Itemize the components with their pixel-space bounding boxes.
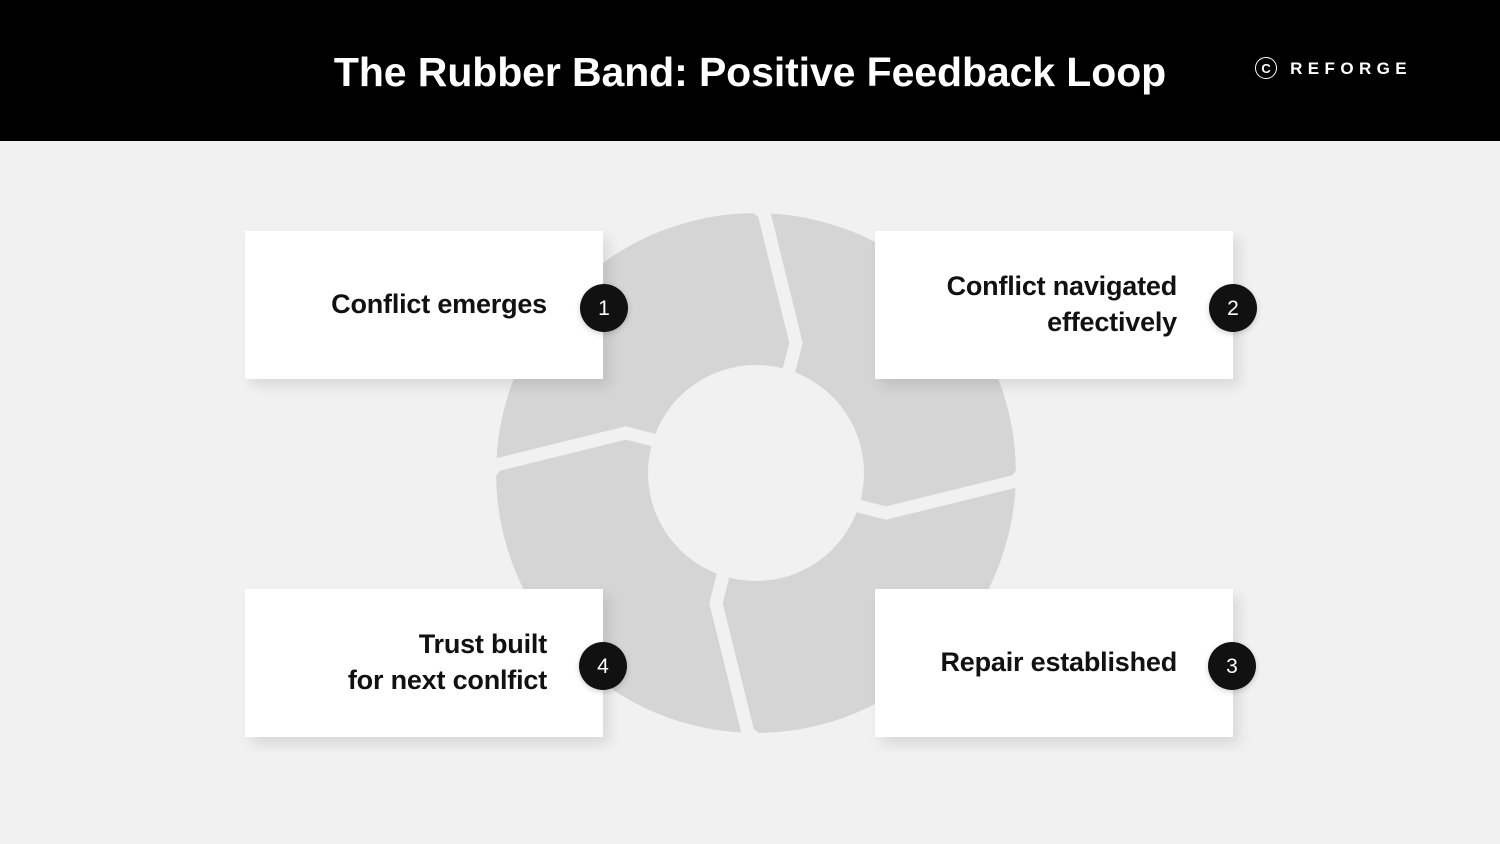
step-badge-2[interactable]: 2 <box>1209 284 1257 332</box>
step-card-2[interactable]: Conflict navigated effectively <box>875 231 1233 379</box>
step-badge-4[interactable]: 4 <box>579 642 627 690</box>
page-title: The Rubber Band: Positive Feedback Loop <box>333 49 1167 95</box>
step-badge-4-number: 4 <box>597 654 609 678</box>
step-card-2-label: Conflict navigated effectively <box>946 271 1178 337</box>
step-card-1-label: Conflict emerges <box>331 289 547 320</box>
diagram-stage: Conflict emerges 1 Conflict navigated ef… <box>0 141 1500 844</box>
step-card-3[interactable]: Repair established <box>875 589 1233 737</box>
copyright-circle-icon: C <box>1255 57 1278 79</box>
step-badge-2-number: 2 <box>1227 296 1239 320</box>
step-badge-3-number: 3 <box>1226 654 1238 678</box>
step-badge-1-number: 1 <box>598 296 610 320</box>
step-card-4[interactable]: Trust built for next conlfict <box>245 589 603 737</box>
step-badge-3[interactable]: 3 <box>1208 642 1256 690</box>
step-card-4-label: Trust built for next conlfict <box>347 629 547 695</box>
step-card-3-label: Repair established <box>940 647 1178 678</box>
step-badge-1[interactable]: 1 <box>580 284 628 332</box>
brand-name: REFORGE <box>1290 58 1412 78</box>
slide-header: The Rubber Band: Positive Feedback Loop … <box>0 0 1500 141</box>
step-card-1[interactable]: Conflict emerges <box>245 231 603 379</box>
brand-logo: C REFORGE <box>1255 57 1412 79</box>
